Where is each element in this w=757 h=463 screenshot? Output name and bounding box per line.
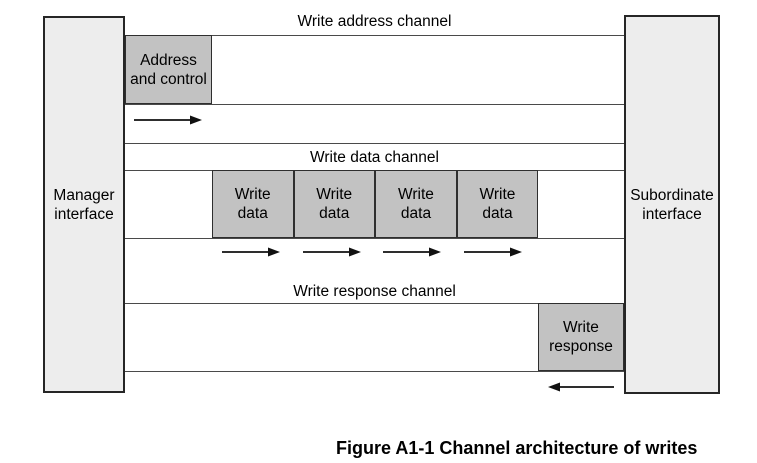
- flow-arrow-right-icon: [222, 244, 280, 262]
- flow-arrow-right-icon: [134, 112, 202, 130]
- subordinate-interface-label: Subordinate interface: [630, 186, 714, 223]
- write-data-box: Write data: [375, 170, 457, 238]
- manager-interface-label: Manager interface: [53, 186, 115, 223]
- data-channel-top-line: [125, 143, 624, 144]
- write-data-channel-label: Write data channel: [310, 149, 439, 166]
- flow-arrow-right-icon: [303, 244, 361, 262]
- write-data-box: Write data: [457, 170, 538, 238]
- write-address-channel-label: Write address channel: [297, 13, 452, 30]
- address-channel-top-line: [125, 35, 624, 36]
- write-data-box: Write data: [293, 170, 375, 238]
- figure-caption: Figure A1-1 Channel architecture of writ…: [336, 438, 698, 458]
- address-channel-bottom-line: [125, 104, 624, 105]
- response-channel-top-line: [125, 303, 624, 304]
- flow-arrow-left-icon: [548, 379, 614, 397]
- write-data-box: Write data: [212, 170, 294, 238]
- response-channel-bottom-line: [125, 371, 624, 372]
- address-and-control-box: Address and control: [125, 35, 212, 104]
- flow-arrow-right-icon: [464, 244, 522, 262]
- subordinate-interface-box: Subordinate interface: [624, 15, 720, 394]
- write-response-channel-label: Write response channel: [293, 283, 456, 300]
- data-channel-bottom-line: [125, 238, 624, 239]
- write-response-box: Write response: [538, 303, 624, 371]
- flow-arrow-right-icon: [383, 244, 441, 262]
- manager-interface-box: Manager interface: [43, 16, 125, 393]
